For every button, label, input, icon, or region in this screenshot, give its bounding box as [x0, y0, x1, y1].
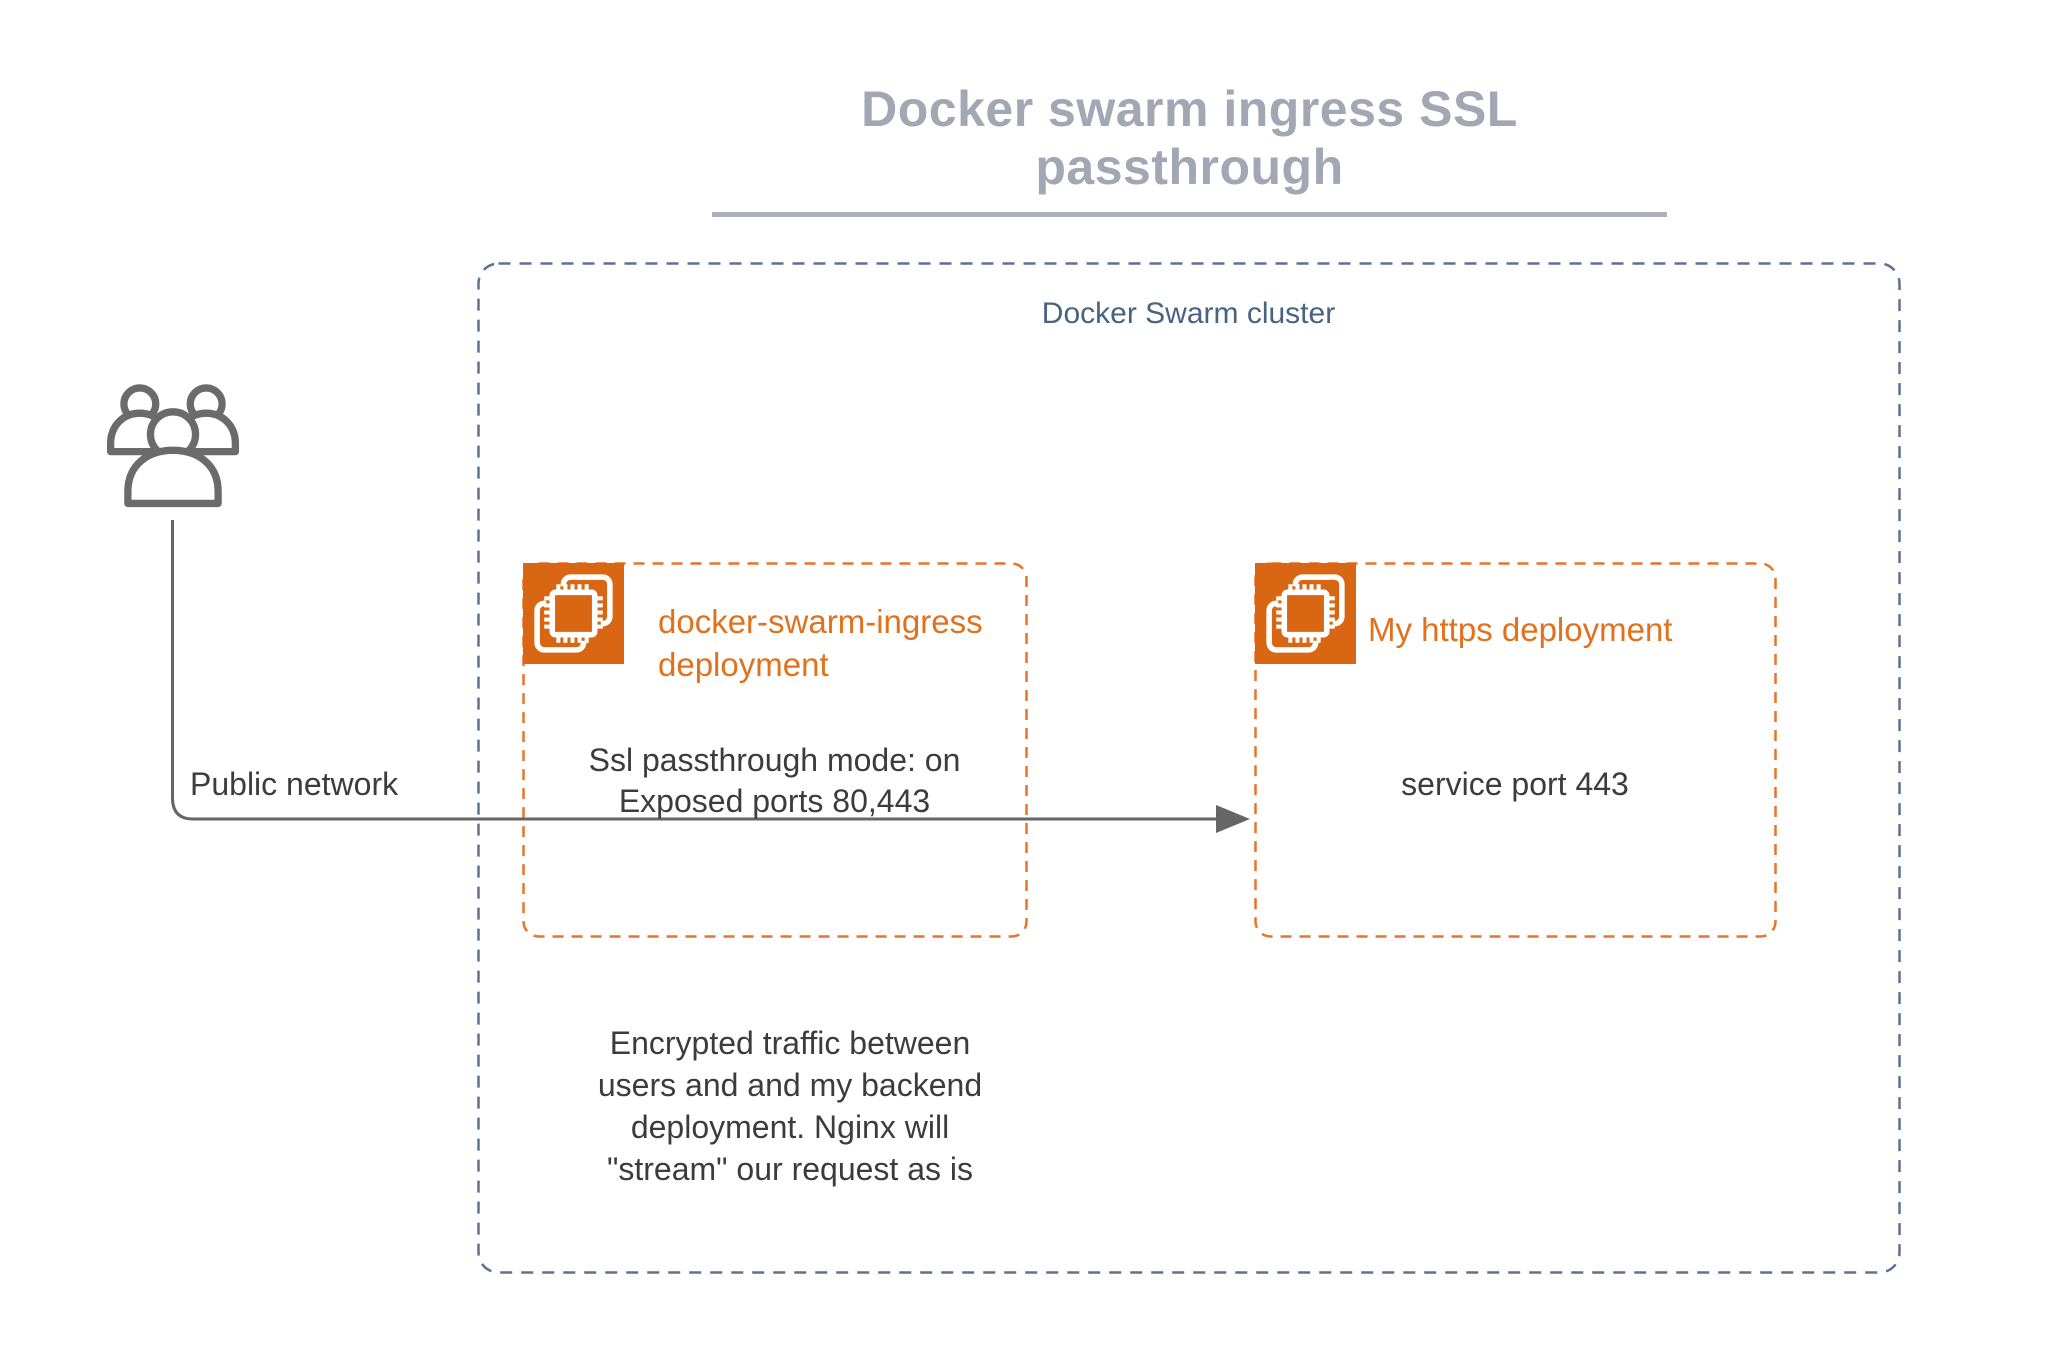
arrowhead-icon — [1216, 805, 1250, 833]
page-title: Docker swarm ingress SSL passthrough — [861, 81, 1518, 195]
note-line: deployment. Nginx will — [630, 1109, 950, 1145]
ssl-passthrough-mode-text: Ssl passthrough mode: on — [588, 742, 961, 778]
ingress-deployment-box — [522, 562, 1028, 938]
ingress-deployment-label: docker-swarm-ingress deployment — [658, 603, 983, 683]
exposed-ports-text: Exposed ports 80,443 — [618, 783, 931, 819]
note-line: Encrypted traffic between — [609, 1025, 971, 1061]
chip-pins — [1276, 584, 1335, 643]
title-block: Docker swarm ingress SSL passthrough — [712, 80, 1667, 217]
public-network-connector — [171, 520, 1216, 821]
ingress-deployment-details: Ssl passthrough mode: on Exposed ports 8… — [523, 740, 1026, 822]
https-deployment-box — [1254, 562, 1777, 938]
service-port-text: service port 443 — [1401, 766, 1629, 802]
container-chip-icon — [523, 563, 624, 664]
users-icon — [106, 384, 240, 508]
https-deployment-label: My https deployment — [1368, 611, 1673, 648]
cluster-label: Docker Swarm cluster — [1041, 297, 1336, 330]
container-chip-icon — [1255, 563, 1356, 664]
note-line: "stream" our request as is — [607, 1151, 973, 1187]
docker-swarm-cluster-boundary — [477, 262, 1901, 1274]
note-line: users and and my backend — [597, 1067, 983, 1103]
encrypted-traffic-note: Encrypted traffic between users and and … — [440, 1022, 1140, 1190]
public-network-label: Public network — [190, 766, 399, 802]
https-deployment-details: service port 443 — [1255, 764, 1775, 805]
chip-pins — [544, 584, 603, 643]
